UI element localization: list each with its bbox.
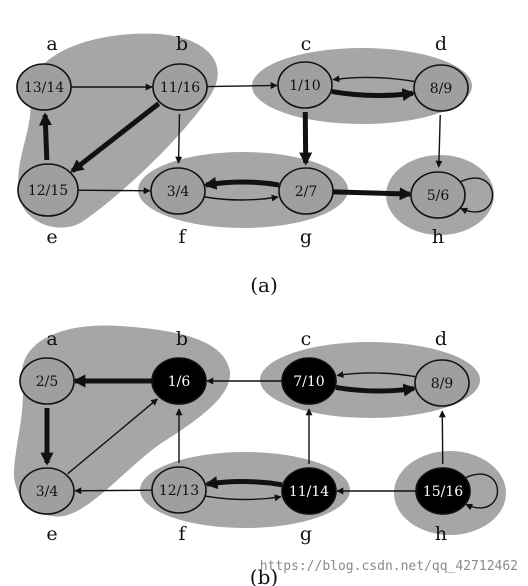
node-circle	[415, 467, 471, 515]
node-label: 7/10	[293, 374, 324, 390]
diagram-a-node-b: 11/16	[152, 63, 208, 111]
node-circle	[151, 357, 207, 405]
diagram-b-vertex-letter-g: g	[300, 523, 312, 545]
node-circle	[19, 357, 75, 405]
diagram-a-vertex-letter-h: h	[432, 226, 444, 248]
diagram-a-edge-b-e	[70, 101, 161, 173]
letters-layer: a b c d e f g h a b c d e f g h	[46, 33, 447, 545]
diagram-a-node-g: 2/7	[278, 167, 334, 215]
node-circle	[151, 466, 207, 514]
caption-a: (a)	[250, 273, 278, 297]
node-circle	[152, 63, 208, 111]
node-label: 1/6	[168, 374, 191, 390]
diagram-a-edge-d-c	[332, 75, 415, 83]
node-circle	[277, 61, 333, 109]
node-label: 1/10	[289, 78, 320, 94]
diagram-b-vertex-letter-b: b	[176, 328, 188, 350]
node-circle	[19, 467, 75, 515]
diagram-a-node-a: 13/14	[16, 63, 72, 111]
diagram-b-node-h: 15/16	[415, 467, 471, 515]
diagram-b-node-a: 2/5	[19, 357, 75, 405]
diagram-a-vertex-letter-g: g	[300, 226, 312, 248]
diagram-a-edge-e-a	[38, 112, 52, 161]
diagram-a-edge-e-f	[77, 187, 151, 195]
diagram-b-vertex-letter-e: e	[46, 523, 57, 545]
diagram-a-edge-h-h	[460, 177, 494, 215]
diagram-a-node-e: 12/15	[17, 163, 79, 217]
diagram-b-node-f: 12/13	[151, 466, 207, 514]
diagram-a-vertex-letter-d: d	[435, 33, 447, 55]
node-label: 11/16	[160, 80, 200, 96]
node-label: 11/14	[289, 484, 329, 500]
diagram-a-edge-d-h	[435, 114, 443, 168]
diagram-a-edge-c-d	[331, 88, 416, 102]
diagram-a-vertex-letter-c: c	[301, 33, 312, 55]
nodes-layer: 13/14 11/16 1/10 8/9 12/15 3/4 2/7 5/6 2/5 1/6 7/1…	[16, 61, 471, 515]
diagram-a-node-d: 8/9	[413, 64, 469, 112]
diagram-a-edge-g-f	[203, 176, 280, 190]
diagram-b-vertex-letter-a: a	[46, 328, 57, 350]
diagram-b-edge-f-g	[205, 494, 282, 502]
node-circle	[16, 63, 72, 111]
node-label: 13/14	[24, 80, 64, 96]
node-circle	[413, 64, 469, 112]
node-circle	[410, 171, 466, 219]
diagram-b-node-d: 8/9	[414, 359, 470, 407]
diagram-b-edge-g-f	[204, 476, 283, 490]
node-circle	[281, 467, 337, 515]
diagram-b-edge-f-e	[74, 487, 153, 495]
diagram-b-vertex-letter-d: d	[435, 328, 447, 350]
node-circle	[17, 163, 79, 217]
node-label: 2/5	[36, 374, 59, 390]
node-circle	[281, 357, 337, 405]
node-label: 8/9	[431, 376, 454, 392]
node-label: 12/15	[28, 183, 68, 199]
diagram-b-vertex-letter-c: c	[301, 328, 312, 350]
diagram-b-node-g: 11/14	[281, 467, 337, 515]
diagram-b-node-b: 1/6	[151, 357, 207, 405]
diagram-b-edge-d-c	[336, 371, 416, 379]
diagram-a-node-c: 1/10	[277, 61, 333, 109]
diagram-a-vertex-letter-e: e	[46, 226, 57, 248]
node-label: 2/7	[295, 184, 318, 200]
node-label: 3/4	[167, 184, 190, 200]
edges-layer	[38, 75, 499, 511]
diagram-a-edge-b-f	[175, 113, 183, 164]
diagram-a-vertex-letter-b: b	[176, 33, 188, 55]
diagram-b-edge-h-h	[465, 473, 499, 511]
diagram-b-node-c: 7/10	[281, 357, 337, 405]
diagram-a-node-f: 3/4	[150, 167, 206, 215]
node-label: 8/9	[430, 81, 453, 97]
node-label: 15/16	[423, 484, 463, 500]
diagram-b-edge-c-d	[335, 383, 417, 397]
node-label: 5/6	[427, 188, 450, 204]
node-circle	[150, 167, 206, 215]
diagram-a-edge-b-c	[206, 82, 278, 90]
diagram-b-edge-e-b	[67, 398, 159, 475]
diagram-a-edge-f-g	[204, 194, 279, 202]
watermark-text: https://blog.csdn.net/qq_42712462	[260, 559, 518, 574]
diagram-a-vertex-letter-f: f	[178, 226, 187, 248]
node-circle	[278, 167, 334, 215]
diagram-a-node-h: 5/6	[410, 171, 466, 219]
node-label: 12/13	[159, 483, 199, 499]
caption-b: (b)	[250, 565, 278, 586]
diagram-b-vertex-letter-h: h	[435, 523, 447, 545]
node-label: 3/4	[36, 484, 59, 500]
node-circle	[414, 359, 470, 407]
diagram-b-node-e: 3/4	[19, 467, 75, 515]
diagram-a-edge-g-h	[332, 187, 413, 201]
diagram-b-vertex-letter-f: f	[178, 523, 187, 545]
diagram-a-vertex-letter-a: a	[46, 33, 57, 55]
